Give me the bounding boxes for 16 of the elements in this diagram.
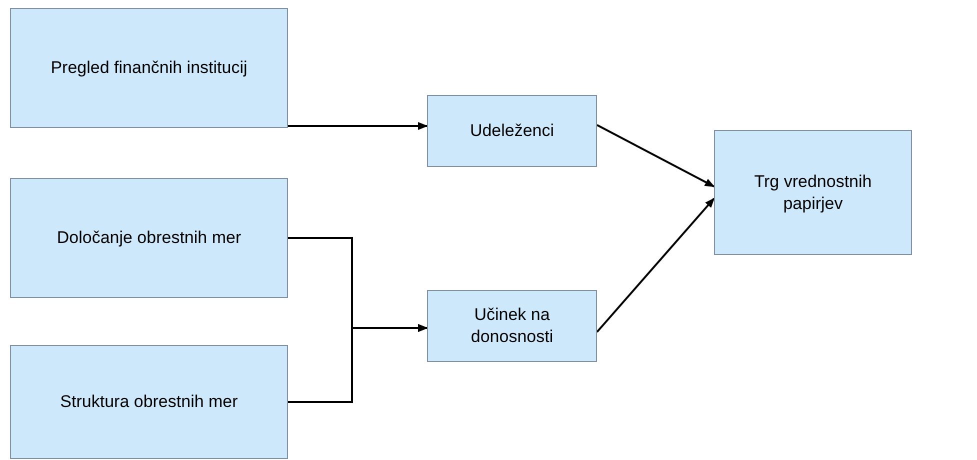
arrow [596, 124, 715, 188]
arrow [596, 198, 715, 333]
box-label: Udeleženci [470, 120, 554, 142]
box-label: Trg vrednostnih papirjev [753, 170, 873, 214]
box-label: Pregled finančnih institucij [50, 57, 248, 79]
process-box [427, 290, 597, 362]
box-label: Učinek na donosnosti [470, 304, 554, 348]
process-box [427, 95, 597, 167]
box-label: Določanje obrestnih mer [56, 227, 242, 249]
arrow [288, 122, 428, 130]
box-label: Struktura obrestnih mer [60, 391, 238, 413]
arrow [288, 324, 428, 403]
process-box [10, 8, 288, 128]
process-box [714, 130, 912, 255]
process-box [10, 345, 288, 459]
process-box [10, 178, 288, 298]
